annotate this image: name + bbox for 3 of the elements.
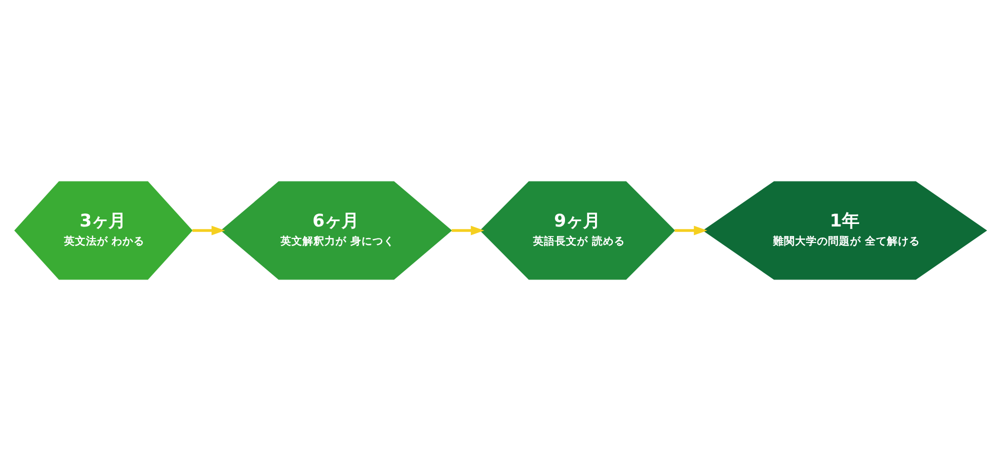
arrow — [192, 225, 225, 235]
arrow — [451, 225, 484, 235]
arrow — [674, 225, 707, 235]
